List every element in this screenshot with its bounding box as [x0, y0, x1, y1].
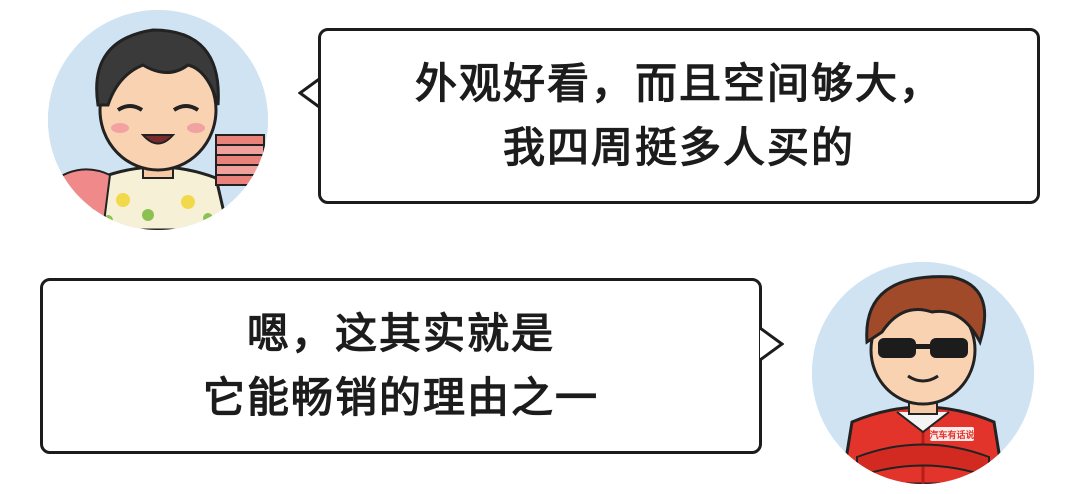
man-sunglasses-icon: 汽车有话说 [812, 262, 1034, 484]
bubble-top-line-1: 外观好看，而且空间够大， [414, 59, 943, 108]
man-smiling-icon [48, 10, 268, 230]
bubble-top-tail [298, 75, 324, 111]
avatar-right: 汽车有话说 [812, 262, 1034, 484]
bubble-bottom-line-2: 它能畅销的理由之一 [202, 373, 599, 422]
avatar-left [48, 10, 268, 230]
jacket-badge-text: 汽车有话说 [929, 429, 974, 441]
bubble-top-line-2: 我四周挺多人买的 [502, 123, 855, 172]
speech-bubble-top: 外观好看，而且空间够大， 我四周挺多人买的 [318, 28, 1040, 204]
bubble-bottom-tail [758, 326, 784, 362]
speech-bubble-bottom: 嗯，这其实就是 它能畅销的理由之一 [40, 278, 762, 454]
bubble-bottom-line-1: 嗯，这其实就是 [246, 309, 555, 358]
